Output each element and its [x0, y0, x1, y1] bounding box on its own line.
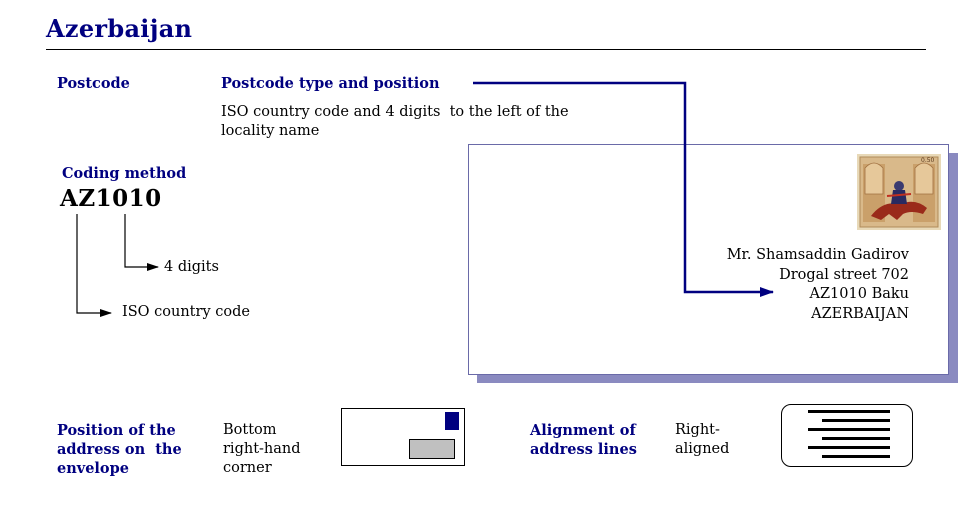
position-value-line1: Bottom [223, 422, 277, 438]
alignment-value: Right- aligned [675, 421, 729, 459]
iso-bracket-arrow [76, 214, 112, 317]
position-value: Bottom right-hand corner [223, 421, 301, 478]
envelope-address-block: Mr. Shamsaddin Gadirov Drogal street 702… [727, 246, 909, 324]
postcode-position-pointer [473, 81, 774, 297]
alignment-value-line2: aligned [675, 441, 730, 457]
postage-stamp: 0.50 [857, 154, 941, 230]
mini-stamp-marker [445, 412, 459, 430]
alignment-diagram [781, 404, 913, 467]
address-line-name: Mr. Shamsaddin Gadirov [726, 247, 909, 263]
iso-code-annotation: ISO country code [122, 304, 250, 320]
postcode-label: Postcode [57, 75, 130, 92]
right-aligned-lines-icon [808, 410, 890, 458]
stamp-artwork: 0.50 [857, 154, 941, 230]
address-line-street: Drogal street 702 [779, 266, 909, 283]
postcode-type-description-line1: ISO country code and 4 digits to the lef… [221, 104, 569, 120]
position-label-line3: envelope [57, 460, 129, 477]
position-label: Position of the address on the envelope [57, 421, 182, 478]
alignment-label-line2: address lines [530, 441, 637, 458]
position-label-line2: address on the [57, 441, 182, 458]
postcode-type-label: Postcode type and position [221, 75, 440, 92]
coding-method-label: Coding method [62, 165, 187, 182]
alignment-label: Alignment of address lines [530, 421, 637, 459]
position-value-line3: corner [223, 460, 272, 476]
alignment-value-line1: Right- [675, 422, 720, 438]
position-value-line2: right-hand [223, 441, 301, 457]
page-title: Azerbaijan [46, 14, 193, 43]
address-line-postcode-locality: AZ1010 Baku [809, 286, 909, 302]
postcode-example: AZ1010 [60, 185, 162, 212]
mini-address-marker [409, 439, 455, 459]
postcode-type-description-line2: locality name [221, 123, 320, 139]
stamp-denomination: 0.50 [921, 157, 935, 164]
alignment-label-line1: Alignment of [530, 422, 636, 439]
address-line-country: AZERBAIJAN [811, 305, 909, 322]
position-label-line1: Position of the [57, 422, 176, 439]
title-divider [46, 49, 926, 50]
digits-bracket-arrow [124, 214, 159, 271]
digits-annotation: 4 digits [164, 259, 219, 275]
